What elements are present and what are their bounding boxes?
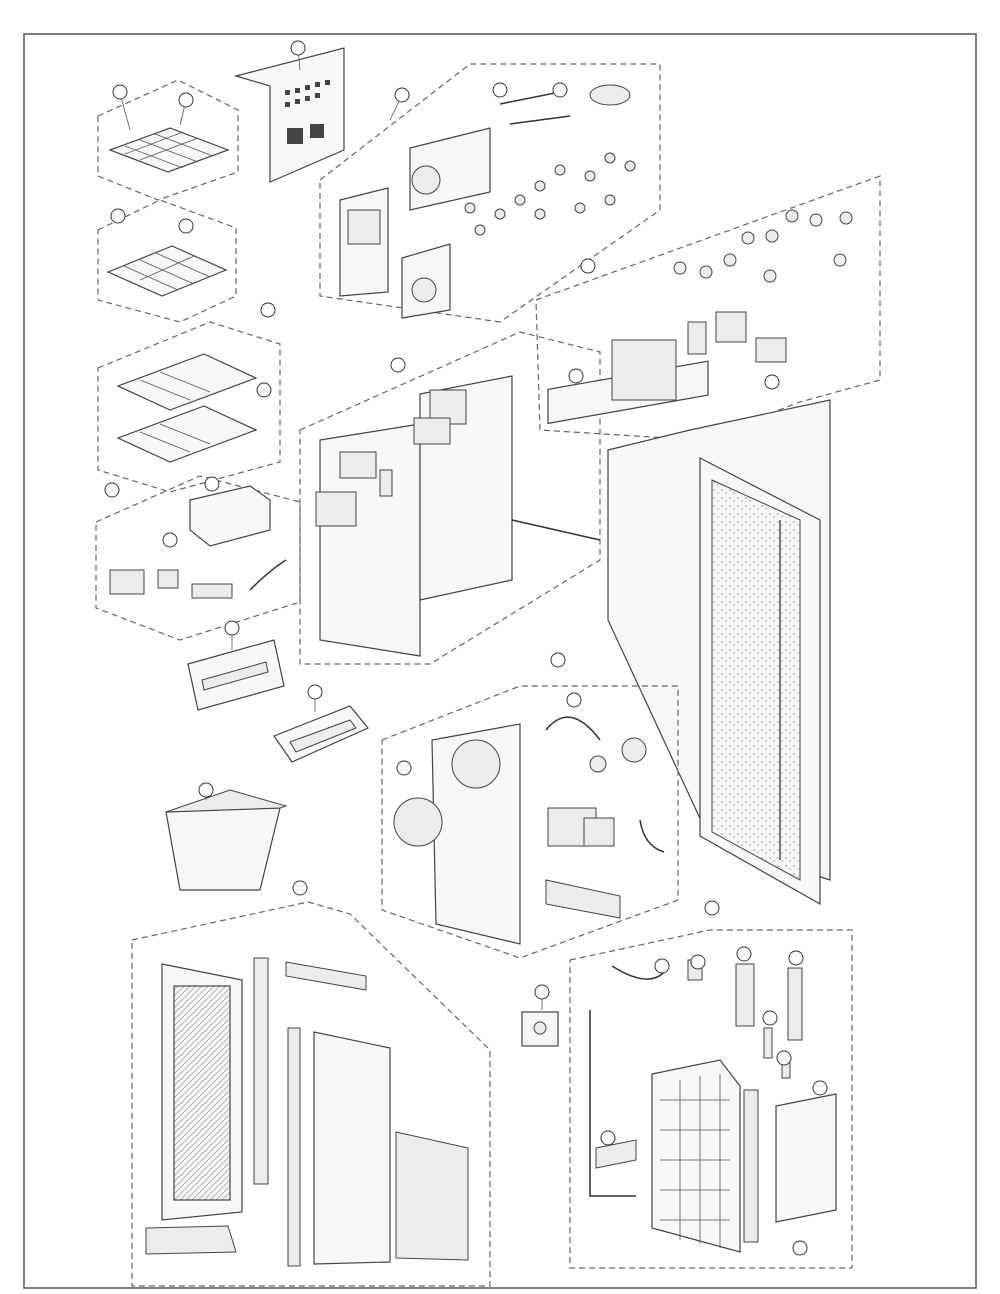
center-main-panel <box>299 331 601 665</box>
shelf-group-top <box>97 79 239 201</box>
dispenser-parts-group <box>95 475 301 641</box>
control-panel-part <box>233 47 345 183</box>
door-liner-panel <box>607 399 831 906</box>
freezer-door-group <box>131 901 491 1287</box>
small-part-15 <box>521 992 559 1047</box>
page-border <box>23 33 977 1289</box>
evaporator-group <box>569 929 853 1269</box>
callout-markers <box>104 40 828 1256</box>
fan-assembly-group <box>381 685 679 959</box>
shelf-group-3 <box>97 321 281 493</box>
tray-part-6 <box>187 628 285 711</box>
ice-maker-group <box>319 63 661 323</box>
crisper-bin <box>165 789 288 891</box>
valve-parts-group <box>535 175 881 441</box>
shelf-group-2 <box>97 199 237 323</box>
tray-part-5 <box>273 692 369 763</box>
